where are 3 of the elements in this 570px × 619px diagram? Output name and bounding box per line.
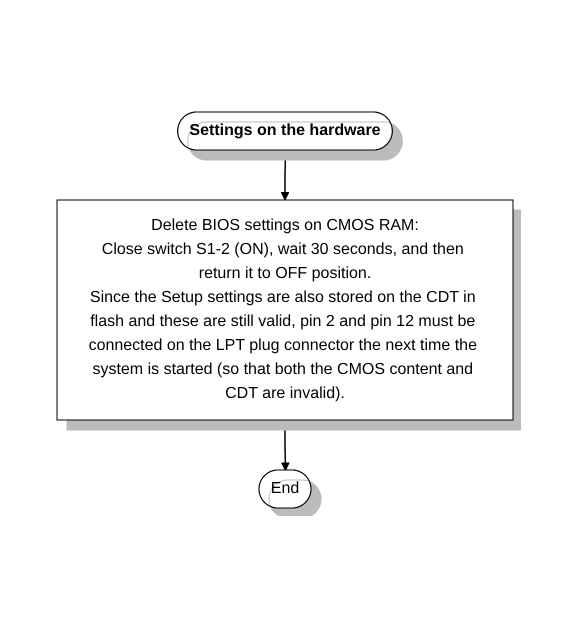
arrow [280,420,290,470]
arrow [280,150,290,200]
node-box: Delete BIOS settings on CMOS RAM: Close switch S1-2 (ON), wait 30 seconds, and then return it to OFF position. Since the Setup settings are also stored on the CDT in flash and these are still valid, pin 2 and pin 12 must be connected on the LPT plug connector the next time the system is started (so that both the CMOS content and CDT are invalid). [56,199,514,420]
